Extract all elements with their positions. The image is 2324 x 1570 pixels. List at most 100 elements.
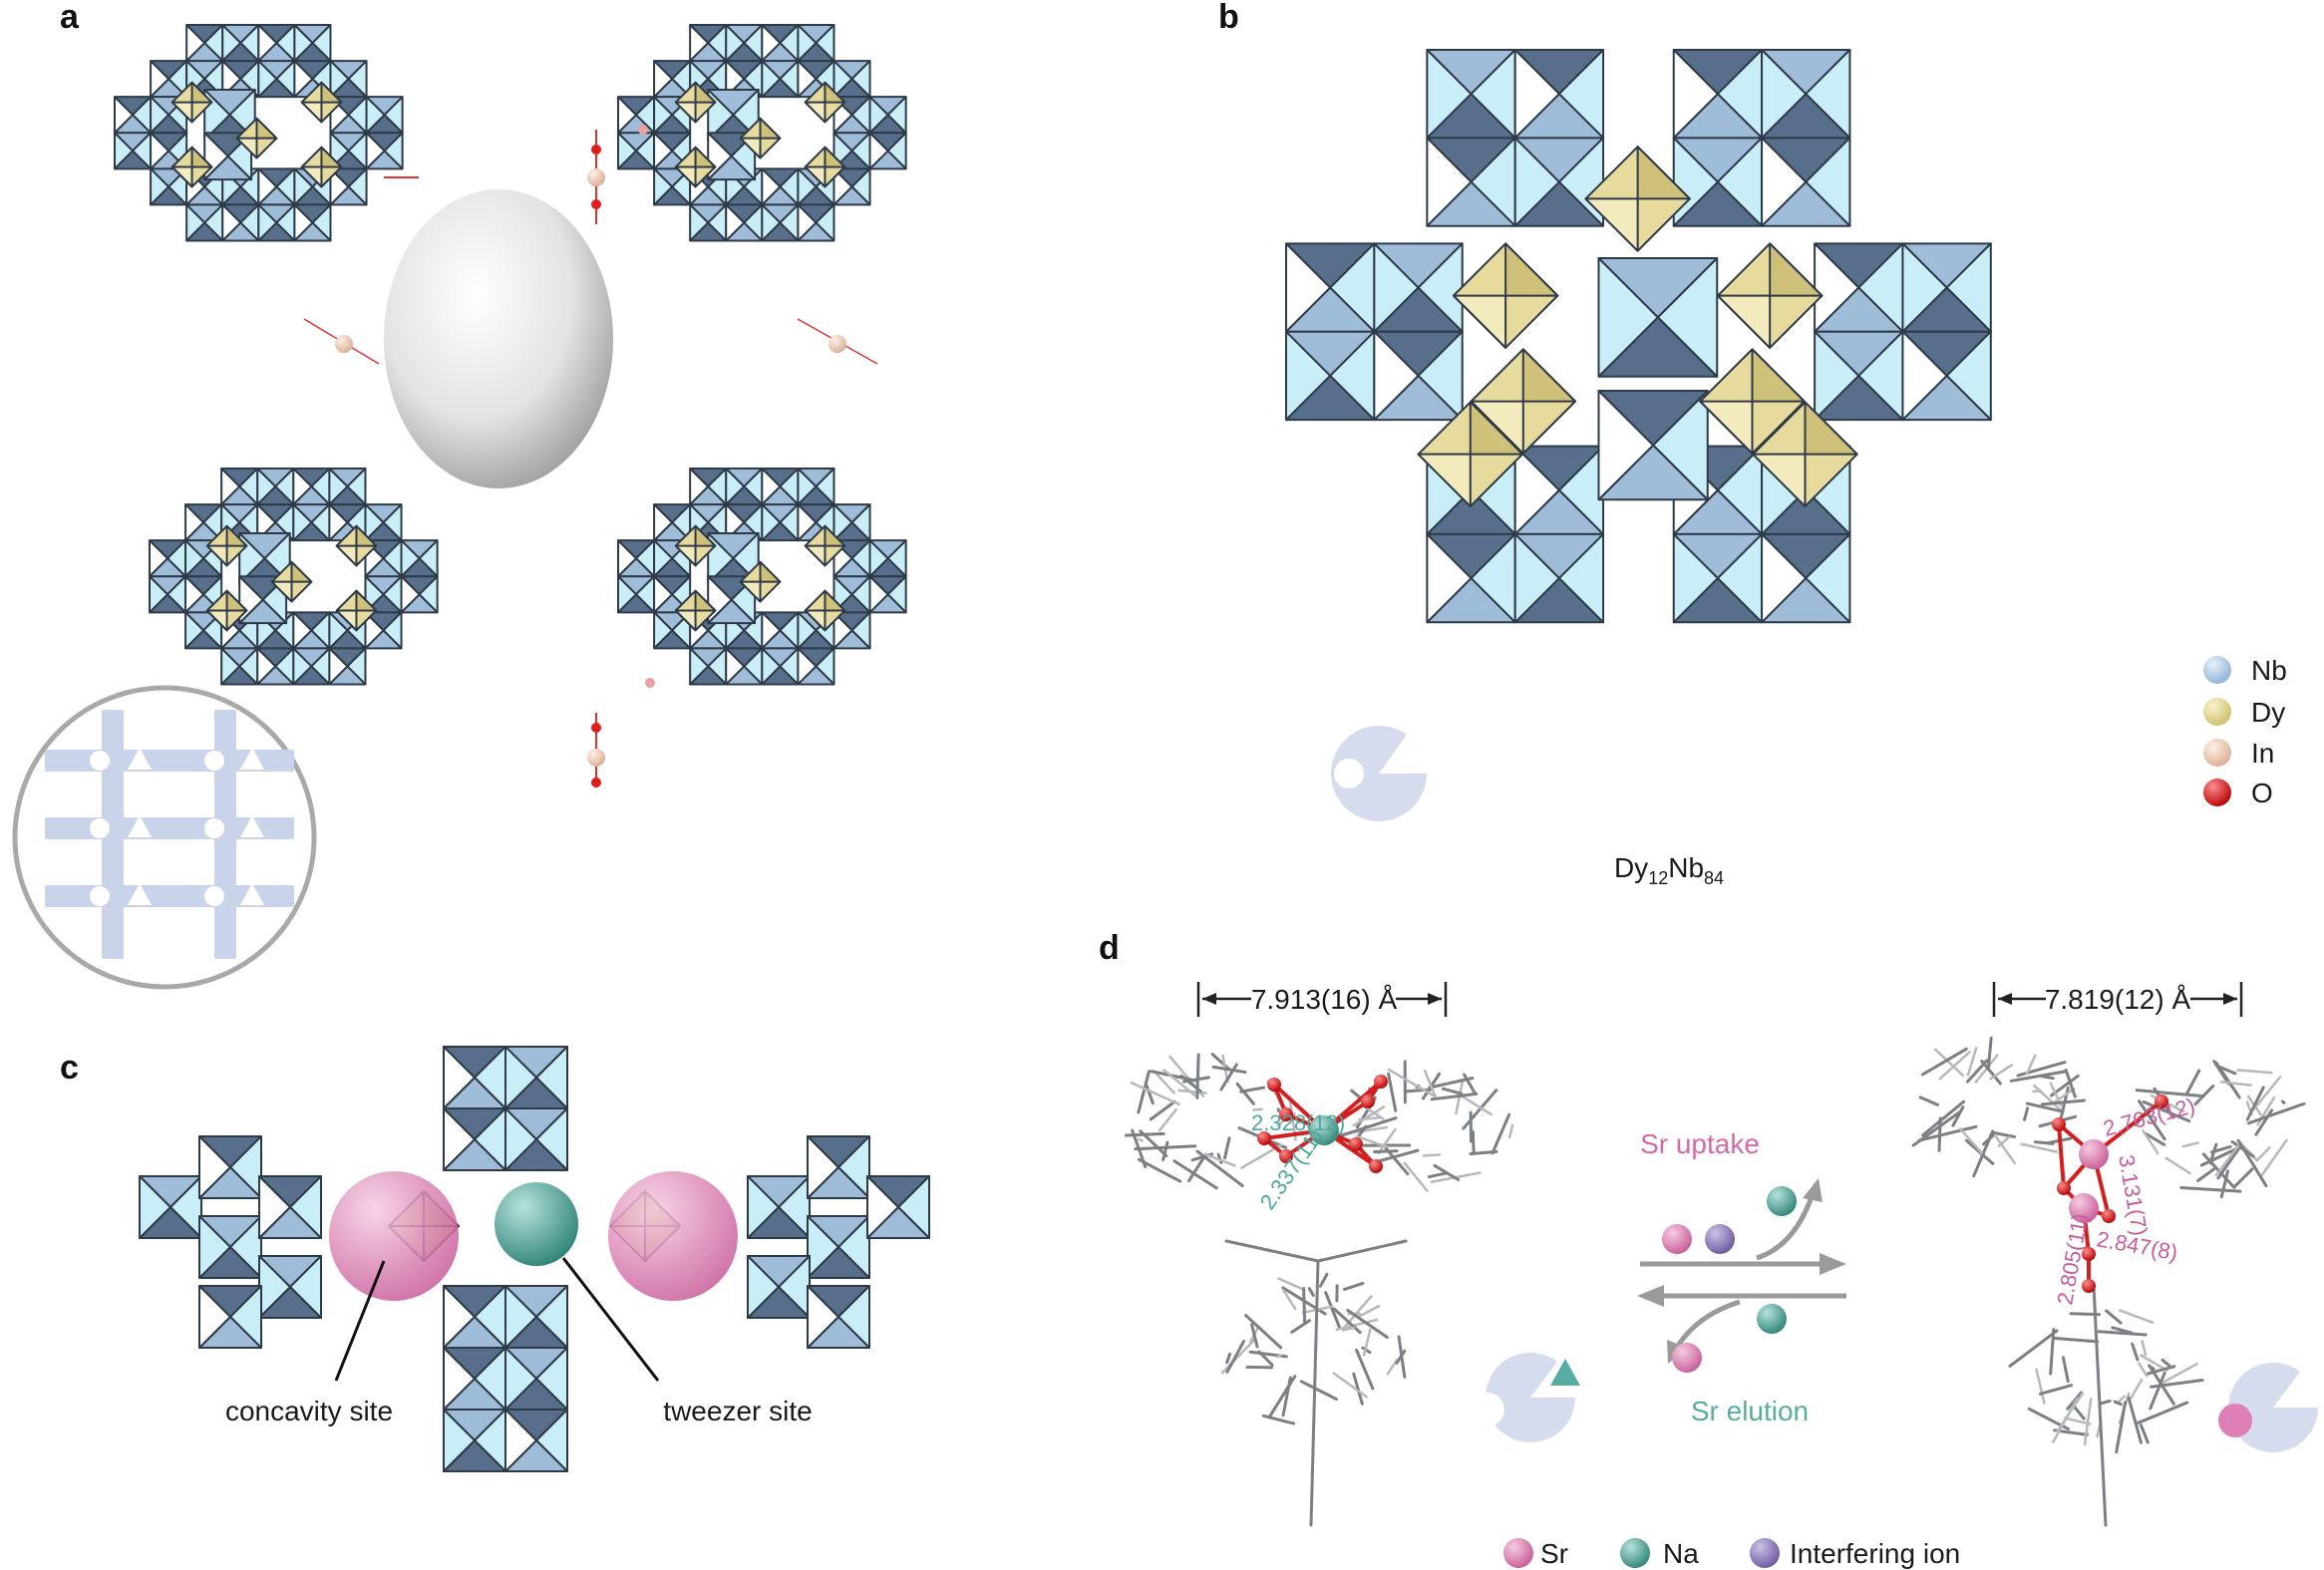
nb-octahedron-face <box>293 203 314 242</box>
framework-bond <box>2254 1108 2274 1136</box>
nb-octahedron-face <box>364 611 385 650</box>
nb-octahedron-face <box>747 1175 780 1239</box>
framework-bond <box>1921 1099 1966 1137</box>
framework-bond <box>2147 1365 2176 1376</box>
framework-bond <box>1137 1157 1182 1183</box>
framework-bond <box>2252 1075 2282 1111</box>
framework-bond <box>1250 1323 1259 1349</box>
framework-bond <box>1352 1372 1364 1406</box>
nb-octahedron-face <box>797 468 818 506</box>
in-linker-left <box>303 318 380 365</box>
dy-polyhedron-face <box>759 560 782 583</box>
nb-octahedron-face <box>807 1285 839 1349</box>
nb-octahedron-face <box>725 24 746 63</box>
framework-bond <box>2179 1185 2242 1193</box>
framework-bond <box>2199 1146 2238 1167</box>
nb-octahedron-face <box>443 1347 476 1411</box>
nb-octahedron-face <box>198 1215 231 1279</box>
nb-octahedron-face <box>292 468 313 506</box>
framework-bond <box>1423 1069 1438 1099</box>
dy-polyhedron-face <box>290 560 313 583</box>
nb-octahedron-face <box>257 167 278 206</box>
dy-polyhedron-face <box>759 117 782 140</box>
framework-bond <box>1172 1159 1218 1190</box>
nb-octahedron-face <box>689 647 710 686</box>
dy-polyhedron-face <box>824 589 846 612</box>
nb-octahedron-face <box>185 24 206 63</box>
sr-release-arrow <box>1672 1299 1741 1353</box>
panel-b-label: b <box>1218 0 1239 36</box>
nb-octahedron-face <box>1672 49 1719 140</box>
framework-bond <box>1257 1350 1274 1367</box>
framework-bond <box>1131 1128 1148 1169</box>
nb-octahedron-face <box>257 60 278 99</box>
framework-bond <box>2137 1362 2149 1378</box>
dy12nb84-cluster <box>1285 49 1992 624</box>
framework-bond <box>1316 1239 1408 1263</box>
tweezer-sr-icon <box>2218 1363 2318 1452</box>
returning-na-ion <box>1757 1304 1787 1334</box>
framework-bond <box>2064 1069 2077 1099</box>
framework-bond <box>1491 1112 1511 1155</box>
framework-bond <box>1462 1089 1498 1130</box>
cluster-bottom-right <box>617 468 907 686</box>
framework-bond <box>1920 1047 1968 1077</box>
nb-octahedron-face <box>653 60 674 99</box>
framework-bond <box>2144 1131 2166 1146</box>
nb-octahedron-face <box>807 1215 839 1279</box>
framework-bond <box>1252 1107 1263 1111</box>
nb-octahedron-face <box>198 1135 231 1199</box>
framework-bond <box>1324 1291 1342 1330</box>
framework-bond <box>1430 1092 1479 1101</box>
ion-legend: Sr Na Interfering ion <box>1503 1538 1960 1569</box>
dy-polyhedron-face <box>1804 401 1858 456</box>
framework-bond <box>2256 1145 2272 1161</box>
framework-bond <box>2040 1099 2086 1106</box>
nb-octahedron-face <box>761 611 782 650</box>
panel-c-label: c <box>60 1049 79 1087</box>
nb-octahedron-face <box>797 60 818 99</box>
nb-octahedron-face <box>1761 49 1808 140</box>
nb-octahedron-face <box>184 611 205 650</box>
nb-octahedron-face <box>504 1347 537 1411</box>
nb-octahedron-face <box>617 132 638 170</box>
framework-bond <box>2035 1368 2046 1405</box>
framework-bond <box>2118 1308 2155 1325</box>
svg-text:Dy: Dy <box>2251 697 2285 728</box>
tweezer-na-icon <box>1471 1353 1580 1442</box>
tweezer-empty-icon <box>1331 726 1427 821</box>
nb-octahedron-face <box>653 539 674 578</box>
framework-bond <box>1299 1380 1338 1402</box>
nb-octahedron-face <box>1285 330 1332 422</box>
framework-bond <box>1994 1134 2017 1165</box>
framework-bond <box>2083 1398 2093 1446</box>
dy-polyhedron-face <box>1752 453 1807 507</box>
framework-bond <box>1179 1074 1202 1094</box>
framework-bond <box>1342 1281 1365 1291</box>
nb-octahedron-face <box>832 167 853 206</box>
sr-sphere-right <box>608 1171 738 1301</box>
nb-octahedron-face <box>149 539 169 578</box>
dy-polyhedron-face <box>255 117 278 140</box>
nb-octahedron-face <box>139 1175 171 1239</box>
svg-text:Na: Na <box>1663 1538 1699 1569</box>
nb-octahedron-face <box>150 167 170 206</box>
dy-polyhedron-face <box>235 137 258 159</box>
framework-bond <box>1428 1076 1475 1090</box>
dy-polyhedron-face <box>739 137 762 159</box>
dy-polyhedron-face <box>674 544 697 567</box>
dy-polyhedron-face <box>1584 197 1639 252</box>
framework-bond <box>2150 1379 2204 1389</box>
nb-octahedron-face <box>617 96 638 135</box>
framework-bond <box>1277 1277 1303 1291</box>
cluster-bottom-left <box>149 468 439 686</box>
dy-polyhedron-face <box>804 165 827 188</box>
dy-polyhedron-face <box>824 81 846 104</box>
framework-bond <box>2209 1144 2232 1154</box>
cluster-top-left <box>114 24 404 242</box>
framework-bond <box>1997 1135 2011 1148</box>
framework-bond <box>1958 1126 1984 1155</box>
framework-bond <box>1966 1046 1978 1077</box>
framework-bond <box>2140 1423 2150 1444</box>
dy-polyhedron-face <box>1417 453 1472 507</box>
